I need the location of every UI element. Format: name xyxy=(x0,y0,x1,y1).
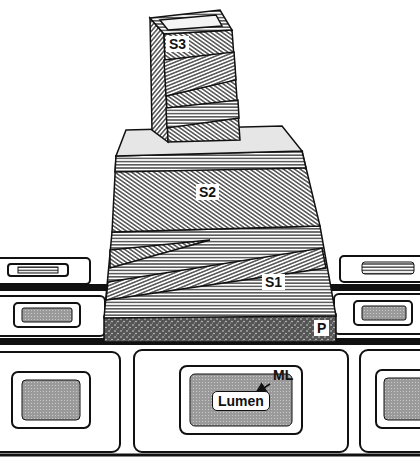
layer-label: S2 xyxy=(196,184,219,200)
layer-label: S1 xyxy=(262,274,285,290)
layer-label: P xyxy=(314,320,329,336)
cell-wall-tower xyxy=(104,10,336,342)
s3-layer xyxy=(164,30,240,142)
lumen-label: Lumen xyxy=(212,391,270,411)
middle-lamella-label: ML xyxy=(271,368,295,382)
s2-layer xyxy=(112,151,320,232)
layer-label: S3 xyxy=(166,36,189,52)
cell-row-front xyxy=(0,350,420,452)
s1-layer xyxy=(104,226,336,318)
s3-top xyxy=(150,10,232,34)
